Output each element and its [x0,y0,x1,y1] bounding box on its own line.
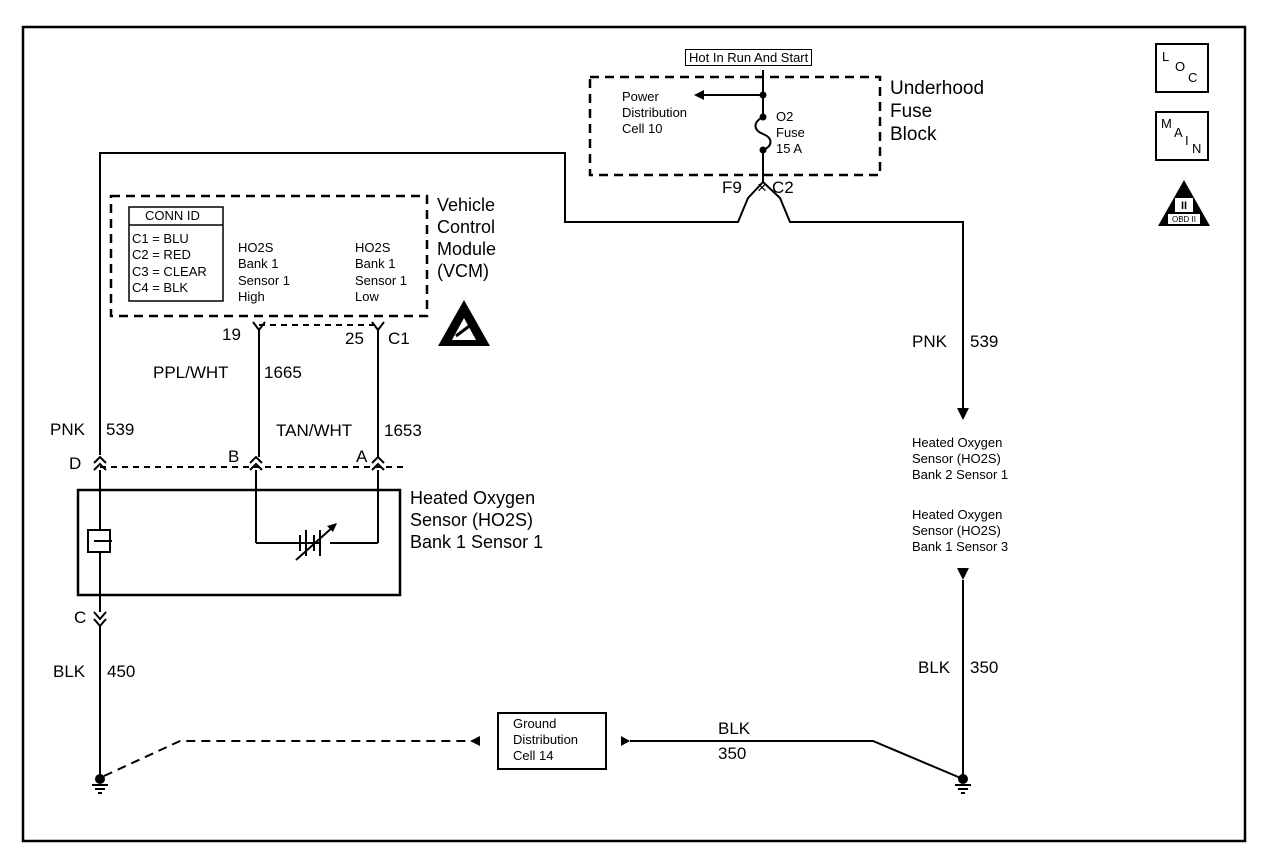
sensor-outline [76,488,402,597]
fuse-name-2: Fuse [776,124,805,140]
location-icon[interactable]: L O C [1155,43,1209,93]
arrow-down-pnk [957,408,969,420]
ground-distribution-ref[interactable]: Ground Distribution Cell 14 [513,716,578,764]
esd-warning-icon [438,300,490,346]
main-letter-m: M [1161,116,1172,131]
main-letter-n: N [1192,141,1202,156]
ref2-line-3: Bank 1 Sensor 3 [912,538,1009,554]
pin-high-2: Bank 1 [238,256,279,272]
pin-25: 25 [345,329,364,348]
pin-high-3: Sensor 1 [238,272,291,288]
sensor-title: Heated Oxygen Sensor (HO2S) Bank 1 Senso… [410,488,543,554]
main-letter-a: A [1174,125,1183,140]
ref1-line-3: Bank 2 Sensor 1 [912,466,1009,482]
o2-fuse-symbol [754,116,772,151]
conn-id-c3: C3 = CLEAR [132,263,207,279]
obd-ii-icon: II OBD II [1158,180,1210,226]
conn-id-c2: C2 = RED [132,247,191,263]
conn-id-list: C1 = BLU C2 = RED C3 = CLEAR C4 = BLK [132,231,207,297]
sensor-title-3: Bank 1 Sensor 1 [410,531,544,552]
vcm-title-2: Control [437,216,496,237]
blk-left-circuit: 450 [107,662,136,681]
sensor-title-1: Heated Oxygen [410,488,536,508]
vcm-title: Vehicle Control Module (VCM) [437,195,496,283]
terminal-f9: F9 [722,178,742,197]
pin-low-4: Low [355,289,379,305]
fuse-block-title-1: Underhood [890,78,985,99]
blk-right-color: BLK [918,658,951,677]
tan-wht-color: TAN/WHT [276,421,353,440]
pin-high-label: HO2S Bank 1 Sensor 1 High [238,240,290,306]
pin-low-2: Bank 1 [355,256,396,272]
ground-line-2: Distribution [513,731,579,747]
terminal-c2: C2 [772,178,794,197]
pnk-right-circuit: 539 [970,332,999,351]
pin-c: C [74,608,87,627]
pin-low-3: Sensor 1 [355,272,408,288]
vcm-title-4: (VCM) [437,260,489,281]
page-frame [21,25,1247,843]
power-dist-line-2: Distribution [622,104,688,120]
vcm-outline [109,194,429,318]
tan-wht-circuit: 1653 [384,421,422,440]
terminal-x-mark: × [757,178,767,197]
pin-low-label: HO2S Bank 1 Sensor 1 Low [355,240,407,306]
pin-19: 19 [222,325,241,344]
power-dist-line-1: Power [622,89,659,104]
pin-b: B [228,447,240,466]
conn-id-c4: C4 = BLK [132,280,189,296]
pin-d: D [69,454,82,473]
hot-in-run-label: Hot In Run And Start [685,49,813,66]
conn-id-c1: C1 = BLU [132,231,189,246]
blk-bottom-circuit: 350 [718,744,747,763]
main-icon[interactable]: M A I N [1155,111,1209,161]
pin-low-1: HO2S [355,240,391,255]
sensor-title-2: Sensor (HO2S) [410,509,534,530]
fuse-name-1: O2 [776,109,794,124]
ref1-line-2: Sensor (HO2S) [912,450,1001,466]
pin-high-4: High [238,289,265,305]
svg-text:II: II [1181,200,1187,212]
ground-distribution-box [497,712,607,770]
ground-line-1: Ground [513,716,557,731]
ppl-wht-color: PPL/WHT [153,363,229,382]
pnk-left-color: PNK [50,420,85,439]
pin-high-1: HO2S [238,240,274,255]
connector-c1: C1 [388,329,410,348]
vcm-title-1: Vehicle [437,195,496,215]
blk-left-color: BLK [53,662,86,681]
conn-id-table [128,206,224,302]
ref1-line-1: Heated Oxygen [912,435,1003,450]
conn-id-title: CONN ID [145,208,200,223]
ref2-line-2: Sensor (HO2S) [912,522,1001,538]
ref2-line-1: Heated Oxygen [912,507,1003,522]
fuse-block-outline [588,75,882,177]
loc-letter-c: C [1188,70,1198,85]
o2-fuse-label: O2 Fuse 15 A [776,109,805,157]
pnk-right-color: PNK [912,332,947,351]
loc-letter-o: O [1175,59,1186,74]
loc-letter-l: L [1162,49,1170,64]
power-distribution-ref[interactable]: Power Distribution Cell 10 [622,89,687,137]
fuse-block-title-3: Block [890,124,937,146]
pnk-left-circuit: 539 [106,420,135,439]
blk-right-circuit: 350 [970,658,999,677]
fuse-block-title-2: Fuse [890,101,933,123]
ho2s-bank1-sensor3-ref[interactable]: Heated Oxygen Sensor (HO2S) Bank 1 Senso… [912,507,1008,555]
fuse-rating: 15 A [776,140,803,156]
variable-arrow [295,525,335,561]
main-letter-i: I [1185,133,1189,148]
svg-text:OBD II: OBD II [1172,215,1196,224]
ground-line-3: Cell 14 [513,747,554,763]
ppl-wht-circuit: 1665 [264,363,302,382]
power-dist-line-3: Cell 10 [622,120,663,136]
fuse-block-title: Underhood Fuse Block [890,77,984,147]
ho2s-bank2-sensor1-ref[interactable]: Heated Oxygen Sensor (HO2S) Bank 2 Senso… [912,435,1008,483]
vcm-title-3: Module [437,238,497,259]
pin-a: A [356,447,368,466]
blk-bottom-color: BLK [718,719,751,738]
